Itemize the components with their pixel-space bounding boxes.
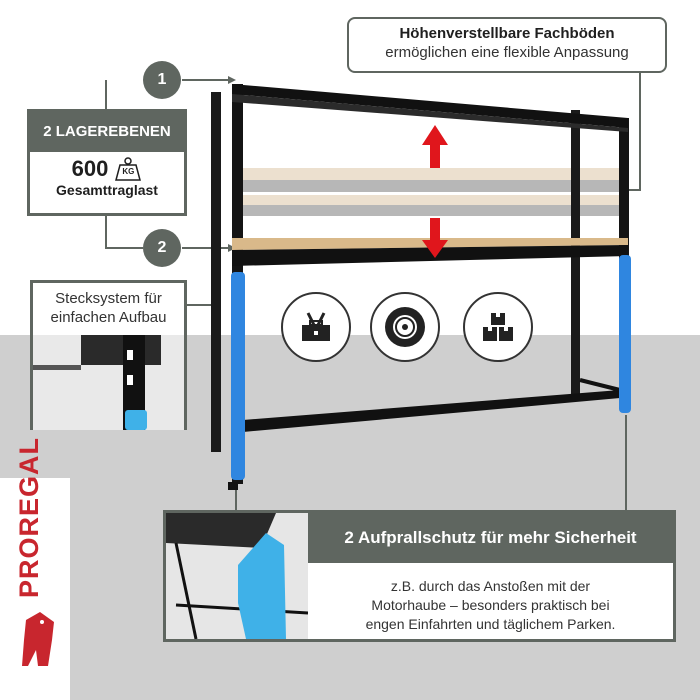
shelves-callout-title: Höhenverstellbare Fachböden [399, 25, 615, 42]
front-post-left [211, 92, 221, 452]
toolbox-icon [281, 292, 351, 362]
marker-1: 1 [143, 61, 181, 99]
shelves-callout: Höhenverstellbare Fachböden ermöglichen … [347, 17, 667, 73]
brand-name: PROREGAL [14, 436, 44, 598]
adjust-arrows [422, 125, 448, 258]
top-shelf-beam [232, 84, 628, 128]
capacity-value: 600 [71, 156, 109, 181]
protection-line-1: z.B. durch das Anstoßen mit der [390, 578, 591, 594]
capacity-label: Gesamttraglast [56, 182, 158, 198]
protection-line-3: engen Einfahrten und täglichem Parken. [365, 616, 616, 632]
brand-logo-icon [22, 612, 54, 666]
assembly-photo [33, 335, 184, 430]
weight-icon: KG [114, 157, 142, 181]
protection-heading: 2 Aufprallschutz für mehr Sicherheit [308, 513, 673, 563]
protection-line-2: Motorhaube – besonders praktisch bei [371, 597, 610, 613]
protector-left [231, 272, 245, 480]
assembly-box: Stecksystem für einfachen Aufbau [30, 280, 187, 430]
capacity-unit: KG [122, 167, 135, 176]
ghost-shelves [232, 168, 628, 216]
protector-right [619, 255, 631, 413]
protection-box: 2 Aufprallschutz für mehr Sicherheit z.B… [163, 510, 676, 642]
protection-description: z.B. durch das Anstoßen mit der Motorhau… [308, 563, 673, 639]
marker-2: 2 [143, 229, 181, 267]
assembly-line-2: einfachen Aufbau [50, 309, 167, 326]
assembly-line-1: Stecksystem für [55, 290, 162, 307]
brand-strip [0, 478, 70, 700]
bottom-beam [243, 390, 620, 432]
shelves-callout-subtitle: ermöglichen eine flexible Anpassung [385, 44, 629, 61]
levels-heading: 2 LAGEREBENEN [30, 112, 184, 152]
protection-photo [166, 513, 308, 639]
levels-box: 2 LAGEREBENEN 600 KG Gesamttraglast [27, 109, 187, 216]
tire-icon [370, 292, 440, 362]
middle-shelf-beam [232, 245, 628, 266]
boxes-icon [463, 292, 533, 362]
